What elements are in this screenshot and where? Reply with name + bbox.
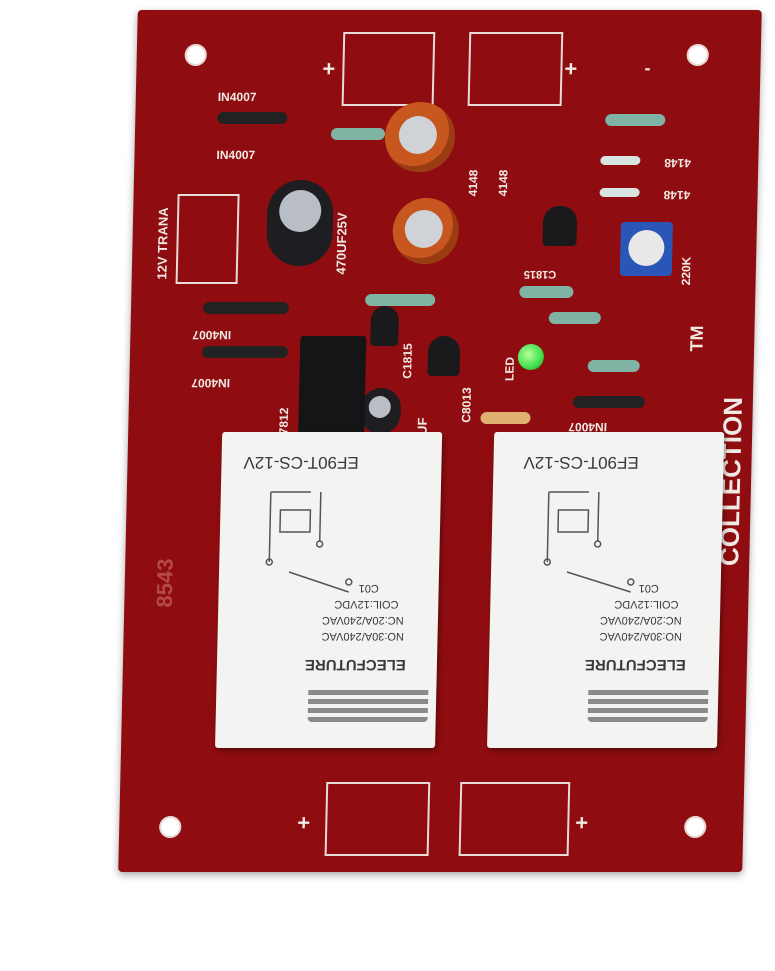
terminal-block-top-right — [467, 32, 564, 106]
resistor — [480, 412, 531, 424]
resistor — [365, 294, 436, 306]
tm-label: TM — [686, 325, 708, 352]
terminal-block-bottom-left — [324, 782, 431, 856]
relay-right: EF90T-CS-12V C01 COIL:12VDC NC:20A/240VA… — [487, 432, 725, 748]
diode-label: IN4007 — [191, 376, 231, 390]
resistor — [519, 286, 574, 298]
diode — [201, 346, 289, 358]
plus-label: + — [575, 810, 589, 835]
resistor — [548, 312, 601, 324]
transistor — [542, 206, 578, 246]
diode-label: 4148 — [495, 169, 511, 197]
relay-logo — [307, 686, 429, 722]
mounting-hole — [686, 44, 710, 66]
resistor — [605, 114, 666, 126]
plus-label: + — [564, 56, 578, 81]
transistor-label: C8013 — [459, 387, 474, 423]
relay-model-label: EF90T-CS-12V — [243, 453, 359, 472]
signal-diode — [600, 156, 641, 165]
diode-label: 4148 — [664, 156, 692, 170]
relay-schematic-icon — [265, 491, 353, 593]
diode — [217, 112, 288, 124]
diode-label: 4148 — [465, 169, 481, 197]
green-led — [517, 344, 545, 370]
plus-label: + — [297, 810, 311, 835]
serial-label: 8543 — [151, 558, 178, 608]
trana-label: 12V TRANA — [154, 207, 171, 280]
relay-left: EF90T-CS-12V C01 COIL:12VDC NC:20A/240VA… — [215, 432, 443, 748]
relay-no-label: NO:30A/240VAC — [321, 630, 405, 642]
relay-brand-label: ELECFUTURE — [304, 656, 406, 673]
voltage-regulator — [298, 336, 367, 436]
mounting-hole — [184, 44, 208, 66]
diode — [572, 396, 646, 408]
pcb-board: + + - + + 12V TRANA IN4007 IN4007 IN4007… — [118, 10, 762, 872]
transistor-label: C1815 — [523, 268, 557, 280]
diode-label: IN4007 — [217, 90, 257, 104]
mounting-hole — [683, 816, 707, 838]
terminal-block-top-left — [341, 32, 436, 106]
pot-label: 220K — [678, 256, 694, 286]
transistor — [427, 336, 461, 376]
transistor — [370, 306, 400, 346]
minus-label: - — [644, 58, 651, 78]
resistor — [587, 360, 640, 372]
terminal-block-bottom-right — [458, 782, 571, 856]
mounting-hole — [158, 816, 182, 838]
led-label: LED — [502, 357, 517, 381]
relay-co-label: C01 — [638, 582, 659, 594]
signal-diode — [599, 188, 640, 197]
relay-brand-label: ELECFUTURE — [584, 656, 686, 673]
diode-label: IN4007 — [216, 148, 256, 162]
relay-no-label: NO:30A/240VAC — [599, 630, 683, 642]
relay-schematic-icon — [543, 491, 635, 593]
relay-logo — [587, 686, 709, 722]
relay-co-label: C01 — [358, 582, 379, 594]
diode-label: IN4007 — [192, 328, 232, 342]
power-input-terminal — [175, 194, 240, 284]
relay-nc-label: NC:20A/240VAC — [321, 614, 404, 626]
capacitor-label: 470UF25V — [333, 212, 350, 275]
diode-label: 4148 — [663, 188, 691, 202]
regulator-label: 7812 — [276, 407, 292, 435]
resistor — [330, 128, 386, 140]
relay-coil-label: COIL:12VDC — [614, 598, 679, 610]
transistor-label: C1815 — [400, 343, 415, 379]
diode — [202, 302, 290, 314]
relay-model-label: EF90T-CS-12V — [523, 453, 639, 472]
relay-coil-label: COIL:12VDC — [334, 598, 399, 610]
plus-label: + — [322, 56, 336, 81]
relay-nc-label: NC:20A/240VAC — [599, 614, 682, 626]
